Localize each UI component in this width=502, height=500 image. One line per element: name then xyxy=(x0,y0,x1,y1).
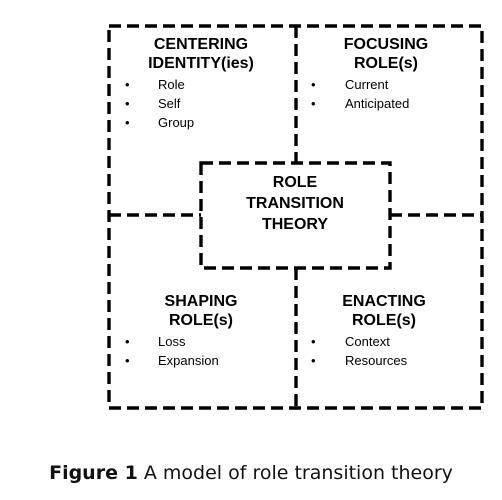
center-dashed-box xyxy=(199,161,392,270)
shaping-roles-title: SHAPING xyxy=(165,293,238,310)
role-transition-diagram: CENTERING IDENTITY(ies) • Role • Self • Group FO… xyxy=(107,24,484,410)
role-transition-theory-title: THEORY xyxy=(262,216,328,233)
focusing-roles-item: Anticipated xyxy=(345,96,409,111)
shaping-roles-item: Loss xyxy=(158,334,186,349)
centering-identities-item: Role xyxy=(158,77,185,92)
figure-caption-text: A model of role transition theory xyxy=(143,462,453,484)
centering-identities-item: Group xyxy=(158,115,194,130)
enacting-roles-item: Context xyxy=(345,334,390,349)
diagram-frame xyxy=(107,24,484,410)
centering-identities-title: CENTERING xyxy=(154,36,248,53)
centering-identities-item: Self xyxy=(158,96,181,111)
focusing-roles-title: ROLE(s) xyxy=(354,55,418,72)
shaping-roles-title: ROLE(s) xyxy=(169,312,233,329)
centering-identities-title: IDENTITY(ies) xyxy=(148,55,254,72)
enacting-roles-item: Resources xyxy=(345,353,408,368)
centering-identities-bullet: • xyxy=(125,96,130,111)
shaping-roles-bullet: • xyxy=(125,334,130,349)
enacting-roles-bullet: • xyxy=(311,353,316,368)
focusing-roles-item: Current xyxy=(345,77,389,92)
enacting-roles-bullet: • xyxy=(311,334,316,349)
shaping-roles-item: Expansion xyxy=(158,353,219,368)
enacting-roles-title: ROLE(s) xyxy=(352,312,416,329)
focusing-roles-title: FOCUSING xyxy=(344,36,428,53)
role-transition-theory-title: TRANSITION xyxy=(246,195,344,212)
role-transition-theory-title: ROLE xyxy=(273,174,318,191)
figure-caption: Figure 1 A model of role transition theo… xyxy=(0,462,502,484)
centering-identities-bullet: • xyxy=(125,77,130,92)
centering-identities-bullet: • xyxy=(125,115,130,130)
focusing-roles-bullet: • xyxy=(311,96,316,111)
focusing-roles-bullet: • xyxy=(311,77,316,92)
shaping-roles-bullet: • xyxy=(125,353,130,368)
enacting-roles-title: ENACTING xyxy=(342,293,426,310)
figure-caption-label: Figure 1 xyxy=(49,462,138,484)
